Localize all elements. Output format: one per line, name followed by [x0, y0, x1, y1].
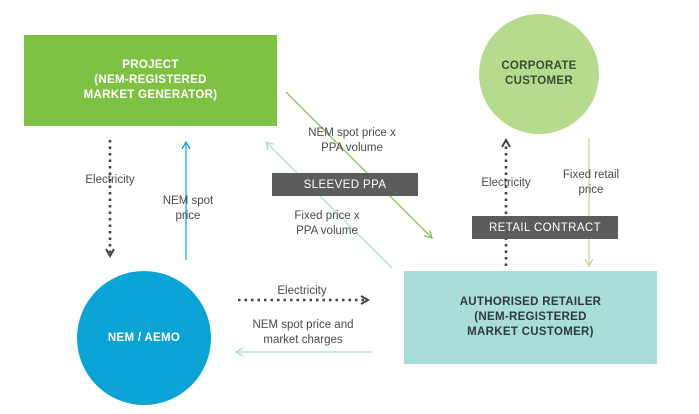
label-electricity-bottom-text: Electricity	[277, 285, 327, 297]
retailer-title-line-1: AUTHORISED RETAILER	[459, 296, 602, 308]
label-nem-spot-ppa-line-2: PPA volume	[321, 142, 383, 154]
nem-node-label: NEM / AEMO	[77, 271, 211, 405]
project-title-line-2: (NEM-REGISTERED	[94, 74, 207, 86]
sleeved-ppa-tag: SLEEVED PPA	[272, 173, 418, 196]
label-electricity-right-text: Electricity	[481, 177, 531, 189]
label-fixed-retail-price-line-1: Fixed retail	[562, 169, 620, 181]
retailer-title-line-3: MARKET CUSTOMER)	[467, 326, 594, 338]
label-electricity-left: Electricity	[70, 173, 150, 188]
label-fixed-price-ppa-line-2: PPA volume	[296, 225, 358, 237]
label-nem-spot-price-line-1: NEM spot	[162, 195, 214, 207]
corporate-title-line-1: CORPORATE	[501, 60, 577, 72]
label-nem-spot-price-line-2: price	[175, 210, 201, 222]
label-nem-spot-price: NEM spot price	[148, 194, 228, 224]
label-nem-spot-ppa-line-1: NEM spot price x	[308, 127, 396, 139]
retailer-box	[404, 271, 657, 364]
label-nem-spot-ppa: NEM spot price x PPA volume	[292, 126, 412, 156]
label-fixed-price-ppa: Fixed price x PPA volume	[272, 209, 382, 239]
label-electricity-left-text: Electricity	[85, 174, 135, 186]
corporate-customer-circle	[479, 14, 599, 134]
label-electricity-bottom: Electricity	[262, 284, 342, 299]
label-nem-spot-charges: NEM spot price and market charges	[238, 318, 368, 348]
project-node-label: PROJECT (NEM-REGISTERED MARKET GENERATOR…	[24, 35, 277, 126]
arrow-fixed-price-ppa-to-project	[265, 141, 393, 269]
label-nem-spot-charges-line-2: market charges	[263, 334, 343, 346]
project-title-line-3: MARKET GENERATOR)	[83, 89, 218, 101]
nem-aemo-circle	[77, 271, 211, 405]
corporate-title-line-2: CUSTOMER	[504, 75, 573, 87]
arrow-nem-spot-ppa-to-retailer	[285, 91, 433, 239]
label-fixed-retail-price-line-2: price	[578, 184, 604, 196]
project-title-line-1: PROJECT	[122, 59, 179, 71]
label-fixed-price-ppa-line-1: Fixed price x	[294, 210, 360, 222]
retailer-title-line-2: (NEM-REGISTERED	[474, 311, 587, 323]
nem-title: NEM / AEMO	[107, 331, 181, 344]
retail-contract-tag: RETAIL CONTRACT	[472, 216, 618, 239]
corporate-node-label: CORPORATE CUSTOMER	[479, 14, 599, 134]
label-fixed-retail-price: Fixed retail price	[551, 168, 631, 198]
label-electricity-right: Electricity	[466, 176, 546, 191]
retailer-node-label: AUTHORISED RETAILER (NEM-REGISTERED MARK…	[404, 271, 657, 364]
project-box	[24, 35, 277, 126]
label-nem-spot-charges-line-1: NEM spot price and	[252, 319, 354, 331]
